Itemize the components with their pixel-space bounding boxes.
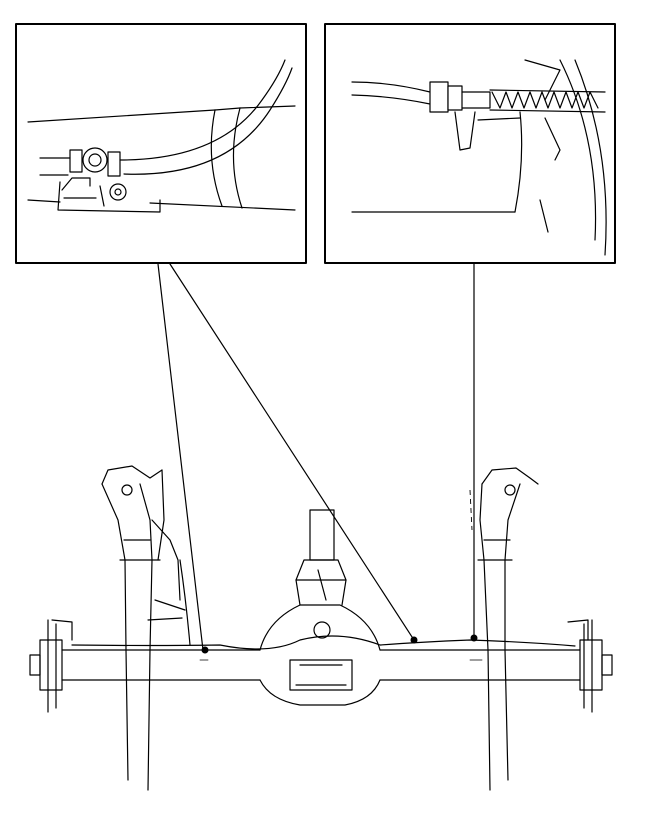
detail-left-frame xyxy=(15,23,307,264)
leader-line-left-1 xyxy=(157,263,204,651)
detail-box-left xyxy=(15,23,307,264)
detail-right-frame xyxy=(324,23,616,264)
leader-lines xyxy=(157,263,478,654)
leader-line-left-2 xyxy=(169,263,415,641)
detail-box-right xyxy=(324,23,616,264)
leader-dot xyxy=(410,636,418,644)
rear-axle-assembly xyxy=(29,465,613,791)
